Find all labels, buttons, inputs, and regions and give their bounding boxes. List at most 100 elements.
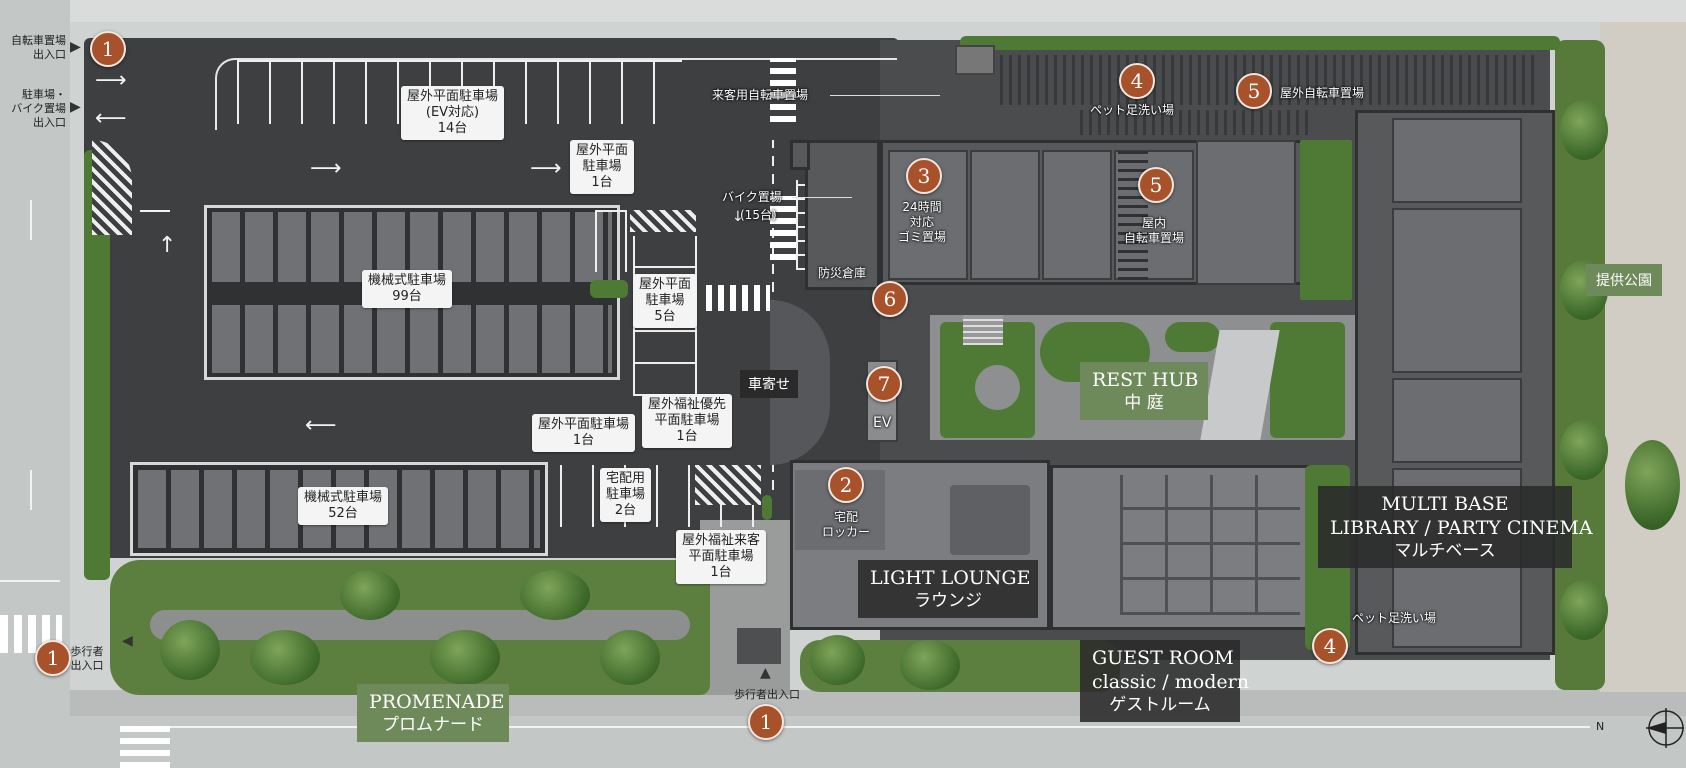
guest-bicycle-label: 来客用自転車置場 [712,88,809,102]
entrance-arrow-icon: ▶ [70,39,81,55]
marker-4-pet-wash-right: 4 [1312,628,1348,664]
tree [1560,580,1608,640]
arrow-right: ⟶ [95,68,127,93]
courtyard-garden [1270,322,1345,438]
tree [250,630,320,685]
light-lounge-panel: LIGHT LOUNGE ラウンジ [858,560,1038,618]
outdoor-flat-1a-label: 屋外平面 駐車場 1台 [570,140,635,194]
top-road [0,0,1686,22]
courtyard-green-strip [1300,140,1352,300]
tree [600,630,660,685]
roof-unit-top [955,45,995,75]
bicycle-parking-entrance-label: 自転車置場 出入口 [11,34,66,61]
building-entrance [805,140,880,290]
leader-line [830,95,940,96]
entry-plaza-dark [737,628,781,664]
indoor-bicycle-label: 屋内 自転車置場 [1124,216,1185,245]
tree [810,635,865,685]
tree [340,570,400,620]
roof-unit [1042,150,1112,280]
room-grid [1120,475,1300,615]
marker-7-ev: 7 [866,366,902,402]
crosswalk-mid2 [770,196,796,260]
mechanical-slots-row2 [212,305,612,373]
marker-5-indoor-bicycle: 5 [1138,167,1174,203]
tree [900,640,960,690]
marker-5-outdoor-bicycle: 5 [1236,73,1272,109]
car-drop-label: 車寄せ [740,370,798,398]
marker-1-pedestrian-bottom: 1 [748,704,784,740]
roof-unit [1392,208,1522,373]
pet-wash-top-label: ペット足洗い場 [1090,103,1175,117]
marker-3-garbage: 3 [906,158,942,194]
outdoor-flat-1b-label: 屋外平面駐車場 1台 [532,414,636,452]
crosswalk-mid [706,285,770,311]
rest-hub-panel: REST HUB 中 庭 [1080,362,1208,420]
marker-4-pet-wash-top: 4 [1119,63,1155,99]
marker-1-bicycle-entrance: 1 [90,31,126,67]
tree [520,570,590,620]
bottom-road-edge [170,726,1590,728]
tree [430,630,500,685]
arrow-left: ⟵ [95,106,127,131]
arrow-up: ↑ [158,233,177,258]
delivery-parking-label: 宅配用 駐車場 2台 [600,468,652,522]
stop-line [0,580,60,582]
roof-unit [970,150,1040,280]
crosswalk-top [770,58,796,122]
outdoor-flat-ev-label: 屋外平面駐車場 (EV対応) 14台 [401,86,505,140]
island-hedge [590,280,628,298]
disaster-storage-label: 防災倉庫 [818,266,867,280]
marker-6-disaster-storage: 6 [872,281,908,317]
multi-base-panel: MULTI BASE LIBRARY / PARTY CINEMA マルチベース [1318,486,1593,568]
bike-count-label: (15台) [740,208,777,222]
outdoor-bicycle-label: 屋外自転車置場 [1280,86,1365,100]
arrow-right: ⟶ [310,156,342,181]
park-label: 提供公園 [1586,264,1662,296]
stop-line [140,210,170,212]
left-road-lane [30,200,32,240]
tree [160,620,220,680]
tree [1560,420,1608,480]
delivery-locker-label: 宅配 ロッカー [822,510,871,539]
pedestrian-entrance-bottom-label: 歩行者出入口 [734,688,800,701]
arrow-right: ⟶ [530,156,562,181]
marker-1-pedestrian-left: 1 [35,640,71,676]
arrow-left: ⟵ [305,413,337,438]
entrance-arrow-icon: ▶ [70,99,81,115]
lounge-interior [950,485,1030,555]
welfare-guest-label: 屋外福祉来客 平面駐車場 1台 [676,530,767,584]
ev-label: EV [873,415,892,431]
courtyard-garden [1165,322,1220,352]
car-bike-entrance-label: 駐車場・ バイク置場 出入口 [11,88,66,129]
roof-unit [1392,118,1522,203]
promenade-panel: PROMENADE プロムナード [357,684,509,742]
roof-unit [1196,140,1296,285]
entrance-arrow-icon: ◀ [122,633,133,649]
bike-parking-label: バイク置場 [722,190,782,204]
right-sidewalk [1600,22,1686,692]
hatch-area [630,210,696,232]
entrance-arrow-icon: ▲ [760,665,771,681]
compass-letter: N [1596,720,1605,733]
hatch-welfare [695,465,761,505]
outdoor-stall-single [595,210,627,272]
pet-wash-right-label: ペット足洗い場 [1352,611,1437,625]
left-road-lane [30,470,32,510]
compass-icon [1646,708,1684,748]
courtyard-circle [975,365,1020,410]
bicycle-rows-indoor [1118,150,1148,280]
marker-2-delivery-locker: 2 [828,467,864,503]
bottom-road [0,715,1686,768]
bicycle-rows-pet [1080,110,1310,135]
promenade-path [150,610,690,640]
outdoor-flat-5-label: 屋外平面 駐車場 5台 [633,274,698,328]
crosswalk [120,720,170,768]
bicycle-shed-top [790,140,810,170]
mechanical-99-label: 機械式駐車場 99台 [362,270,453,308]
leader-line [792,197,852,198]
top-hedge [960,36,1560,50]
tree [1625,440,1680,530]
garbage-label: 24時間 対応 ゴミ置場 [898,200,947,244]
